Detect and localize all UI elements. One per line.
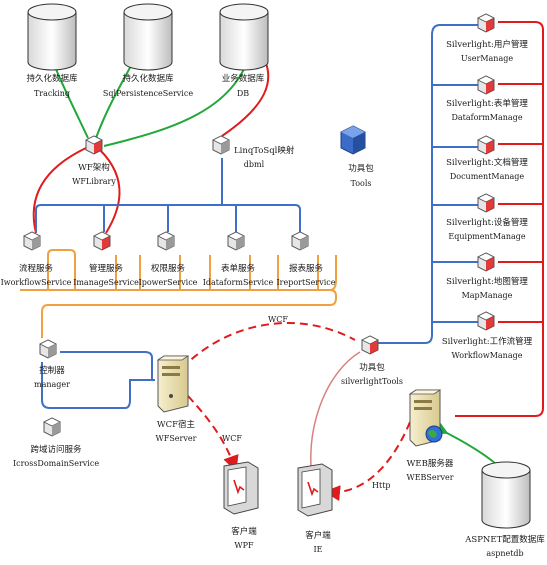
- edge-wcf-tools: [167, 322, 356, 383]
- service-manage-name: 管理服务: [89, 263, 124, 274]
- service-dataform-sub: IdataformService: [203, 278, 274, 287]
- service-power-sub: IpowerService: [139, 278, 198, 287]
- db-aspnetdb[interactable]: [481, 461, 531, 529]
- edge-label-wcf-left: WCF: [222, 434, 242, 443]
- sl-module-dataform-name: Silverlight:表单管理: [446, 98, 528, 109]
- service-power-name: 权限服务: [151, 263, 186, 274]
- db-sqlpersist-sub: SqlPersistenceService: [103, 89, 193, 98]
- crossdomain-sub: IcrossDomainService: [13, 459, 99, 468]
- node-manager[interactable]: [39, 339, 57, 359]
- edge-manager-wcf: [60, 351, 153, 380]
- edge-label-wcf-top: WCF: [268, 315, 288, 324]
- manager-name: 控制器: [39, 365, 65, 376]
- service-flow-name: 流程服务: [19, 263, 54, 274]
- db-aspnetdb-name: ASPNET配置数据库: [464, 534, 545, 545]
- edge-web-ie: [324, 421, 411, 502]
- ie-client-name: 客户端: [305, 530, 331, 541]
- service-manage[interactable]: [93, 231, 111, 251]
- edge-manager-cross: [41, 362, 155, 409]
- service-manage-sub: ImanageService: [73, 278, 139, 287]
- sl-module-workflow-name: Silverlight:工作流管理: [442, 336, 533, 347]
- edge-wf-manage: [99, 149, 121, 234]
- sl-module-dataform-sub: DataformManage: [451, 113, 522, 122]
- sl-module-user-name: Silverlight:用户管理: [446, 39, 528, 50]
- service-report[interactable]: [291, 231, 309, 251]
- node-wcfhost[interactable]: [156, 355, 190, 413]
- sl-module-user[interactable]: [477, 13, 495, 33]
- sl-module-equipment-sub: EquipmentManage: [448, 232, 525, 241]
- node-dbml[interactable]: [212, 135, 230, 155]
- database-icon: [123, 12, 173, 71]
- service-report-sub: IreportService: [276, 278, 335, 287]
- connectors: [20, 21, 544, 502]
- db-aspnetdb-sub: aspnetdb: [486, 549, 523, 558]
- db-tracking-sub: Tracking: [34, 89, 70, 98]
- tools-sub: Tools: [350, 179, 371, 188]
- wcfhost-sub: WFServer: [156, 434, 197, 443]
- service-power[interactable]: [157, 231, 175, 251]
- silverlight-tools-sub: silverlightTools: [341, 377, 403, 386]
- wf-sub: WFLibrary: [72, 177, 116, 186]
- node-wf[interactable]: [85, 135, 103, 155]
- edge-tools-modules: [376, 24, 478, 344]
- node-webserver[interactable]: [408, 389, 443, 447]
- wpf-client-sub: WPF: [234, 541, 254, 550]
- webserver-name: WEB服务器: [407, 458, 454, 469]
- db-tracking[interactable]: [27, 3, 77, 71]
- edge-modules-web: [455, 21, 544, 417]
- dbml-sub: dbml: [244, 160, 265, 169]
- db-db[interactable]: [219, 3, 269, 71]
- wf-name: WF架构: [78, 162, 110, 173]
- service-dataform-name: 表单服务: [221, 263, 256, 274]
- server-icon: [157, 355, 189, 413]
- edge-tools-ie: [310, 351, 361, 481]
- node-silverlight-tools[interactable]: [361, 335, 379, 355]
- db-sqlpersist[interactable]: [123, 3, 173, 71]
- sl-module-map-name: Silverlight:地图管理: [446, 276, 528, 287]
- database-icon: [27, 12, 77, 71]
- sl-module-workflow-sub: WorkflowManage: [452, 351, 523, 360]
- sl-module-dataform[interactable]: [477, 75, 495, 95]
- service-report-name: 报表服务: [289, 263, 324, 274]
- tools-name: 功具包: [348, 163, 374, 174]
- db-db-name: 业务数据库: [222, 73, 265, 84]
- sl-module-map-sub: MapManage: [462, 291, 513, 300]
- node-tools[interactable]: [340, 125, 366, 155]
- sl-module-map[interactable]: [477, 252, 495, 272]
- edge-wf-flow: [32, 147, 87, 234]
- sl-module-equipment[interactable]: [477, 193, 495, 213]
- sl-module-document-name: Silverlight:文档管理: [446, 157, 528, 168]
- service-dataform[interactable]: [227, 231, 245, 251]
- edge-orange-bottom: [20, 289, 337, 338]
- database-icon: [219, 12, 269, 71]
- silverlight-tools-name: 功具包: [359, 362, 385, 373]
- crossdomain-name: 跨域访问服务: [30, 444, 82, 455]
- db-tracking-name: 持久化数据库: [26, 73, 78, 84]
- service-flow-sub: IworkflowService: [1, 278, 72, 287]
- sl-module-document-sub: DocumentManage: [450, 172, 525, 181]
- db-db-sub: DB: [237, 89, 249, 98]
- node-wpf-client[interactable]: [223, 461, 259, 515]
- sl-module-user-sub: UserManage: [461, 54, 513, 63]
- service-flow[interactable]: [23, 231, 41, 251]
- node-ie-client[interactable]: [297, 463, 333, 517]
- sl-module-equipment-name: Silverlight:设备管理: [446, 217, 528, 228]
- database-icon: [481, 470, 531, 529]
- edge-label-http: Http: [372, 481, 391, 490]
- wpf-client-name: 客户端: [231, 526, 257, 537]
- dbml-name: LinqToSql映射: [234, 145, 295, 156]
- manager-sub: manager: [34, 380, 70, 389]
- sl-module-document[interactable]: [477, 135, 495, 155]
- edge-orange-services: [47, 249, 337, 291]
- db-sqlpersist-name: 持久化数据库: [122, 73, 174, 84]
- node-crossdomain[interactable]: [43, 417, 61, 437]
- wcfhost-name: WCF宿主: [157, 419, 196, 430]
- webserver-sub: WEBServer: [406, 473, 453, 482]
- edge-wcf-wpf: [187, 395, 239, 472]
- ie-client-sub: IE: [314, 545, 323, 554]
- sl-module-workflow[interactable]: [477, 311, 495, 331]
